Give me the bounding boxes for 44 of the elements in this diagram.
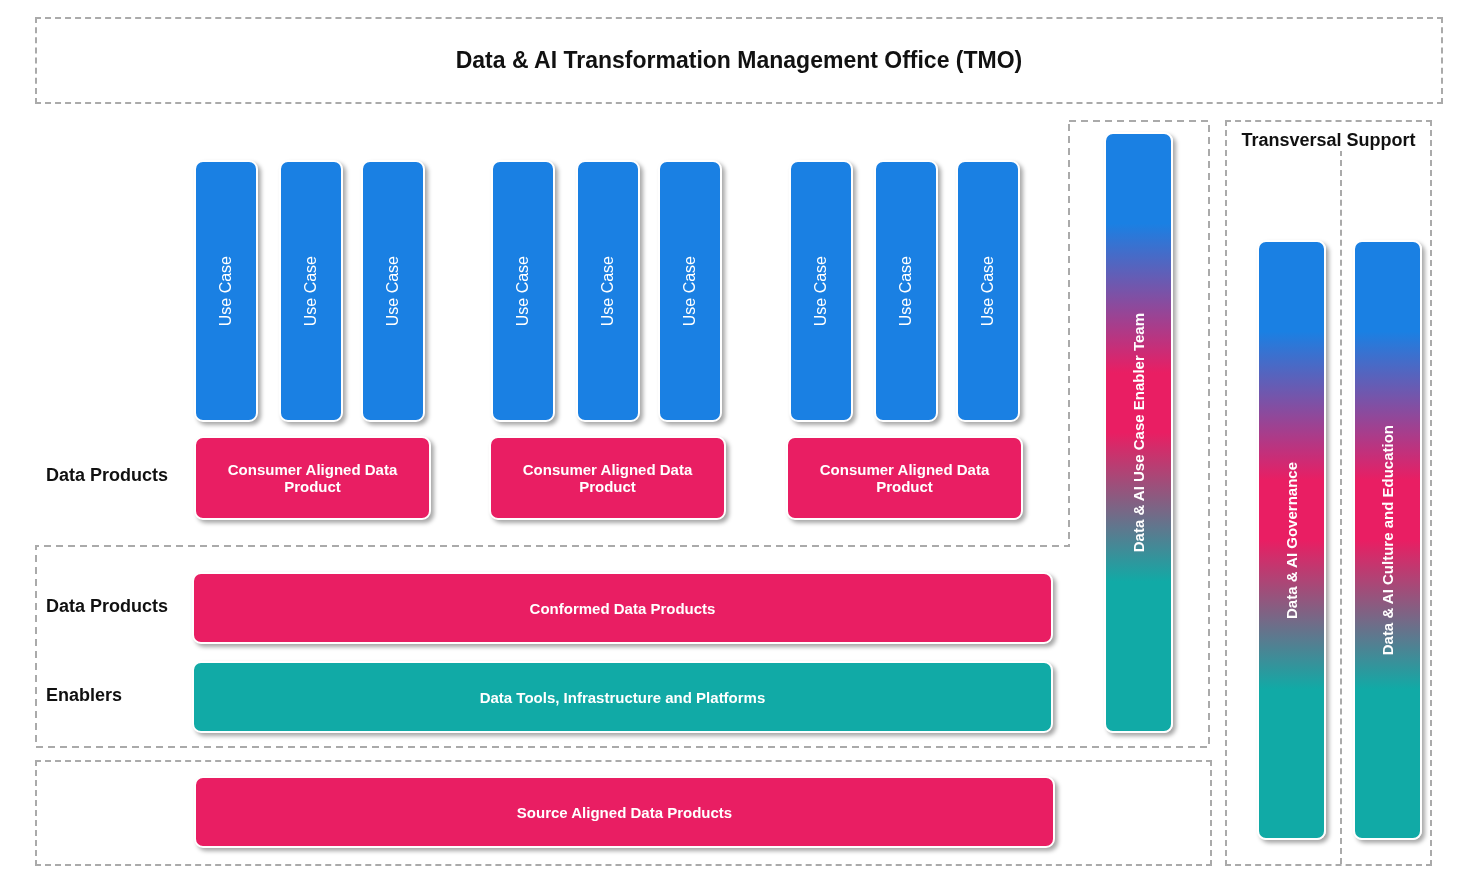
- dashed-region: [35, 760, 1212, 866]
- bar-label: Use Case: [384, 255, 402, 327]
- use-case-bar: [874, 160, 938, 422]
- use-case-bar: [491, 160, 555, 422]
- use-case-bar: [658, 160, 722, 422]
- bar-label: Use Case: [599, 255, 617, 327]
- banner-title: Data & AI Transformation Management Office (TMO): [454, 47, 1024, 74]
- dashed-region: [35, 120, 1210, 748]
- enabler-bar: [192, 661, 1053, 733]
- data-product-bar: [192, 572, 1053, 644]
- support-panel: [1225, 120, 1432, 866]
- data-product-bar: [489, 436, 726, 520]
- use-case-bar: [194, 160, 258, 422]
- bar-label: Use Case: [302, 255, 320, 327]
- bar-label: Data & AI Governance: [1283, 461, 1300, 619]
- use-case-bar: [361, 160, 425, 422]
- bar-label: Use Case: [514, 255, 532, 327]
- office-banner: [35, 17, 1443, 104]
- bar-label: Conformed Data Products: [528, 599, 717, 617]
- bar-label: Use Case: [979, 255, 997, 327]
- bar-label: Data Tools, Infrastructure and Platforms: [478, 688, 767, 706]
- row-label: Data Products: [46, 596, 169, 617]
- use-case-bar: [279, 160, 343, 422]
- bar-label: Use Case: [217, 255, 235, 327]
- use-case-bar: [789, 160, 853, 422]
- data-product-bar: [786, 436, 1023, 520]
- vertical-bar: [1353, 240, 1422, 840]
- vertical-bar: [1104, 132, 1173, 733]
- bar-label: Consumer Aligned Data Product: [226, 461, 399, 495]
- data-product-bar: [194, 436, 431, 520]
- bar-label: Source Aligned Data Products: [515, 803, 734, 821]
- bar-label: Data & AI Culture and Education: [1379, 424, 1396, 656]
- row-label: Enablers: [46, 685, 123, 706]
- bar-label: Use Case: [681, 255, 699, 327]
- bar-label: Use Case: [897, 255, 915, 327]
- row-label: Data Products: [46, 465, 169, 486]
- bar-label: Consumer Aligned Data Product: [818, 461, 991, 495]
- bar-label: Data & AI Use Case Enabler Team: [1130, 312, 1147, 553]
- use-case-bar: [576, 160, 640, 422]
- use-case-bar: [956, 160, 1020, 422]
- data-product-bar: [194, 776, 1055, 848]
- bar-label: Use Case: [812, 255, 830, 327]
- bar-label: Consumer Aligned Data Product: [521, 461, 694, 495]
- vertical-bar: [1257, 240, 1326, 840]
